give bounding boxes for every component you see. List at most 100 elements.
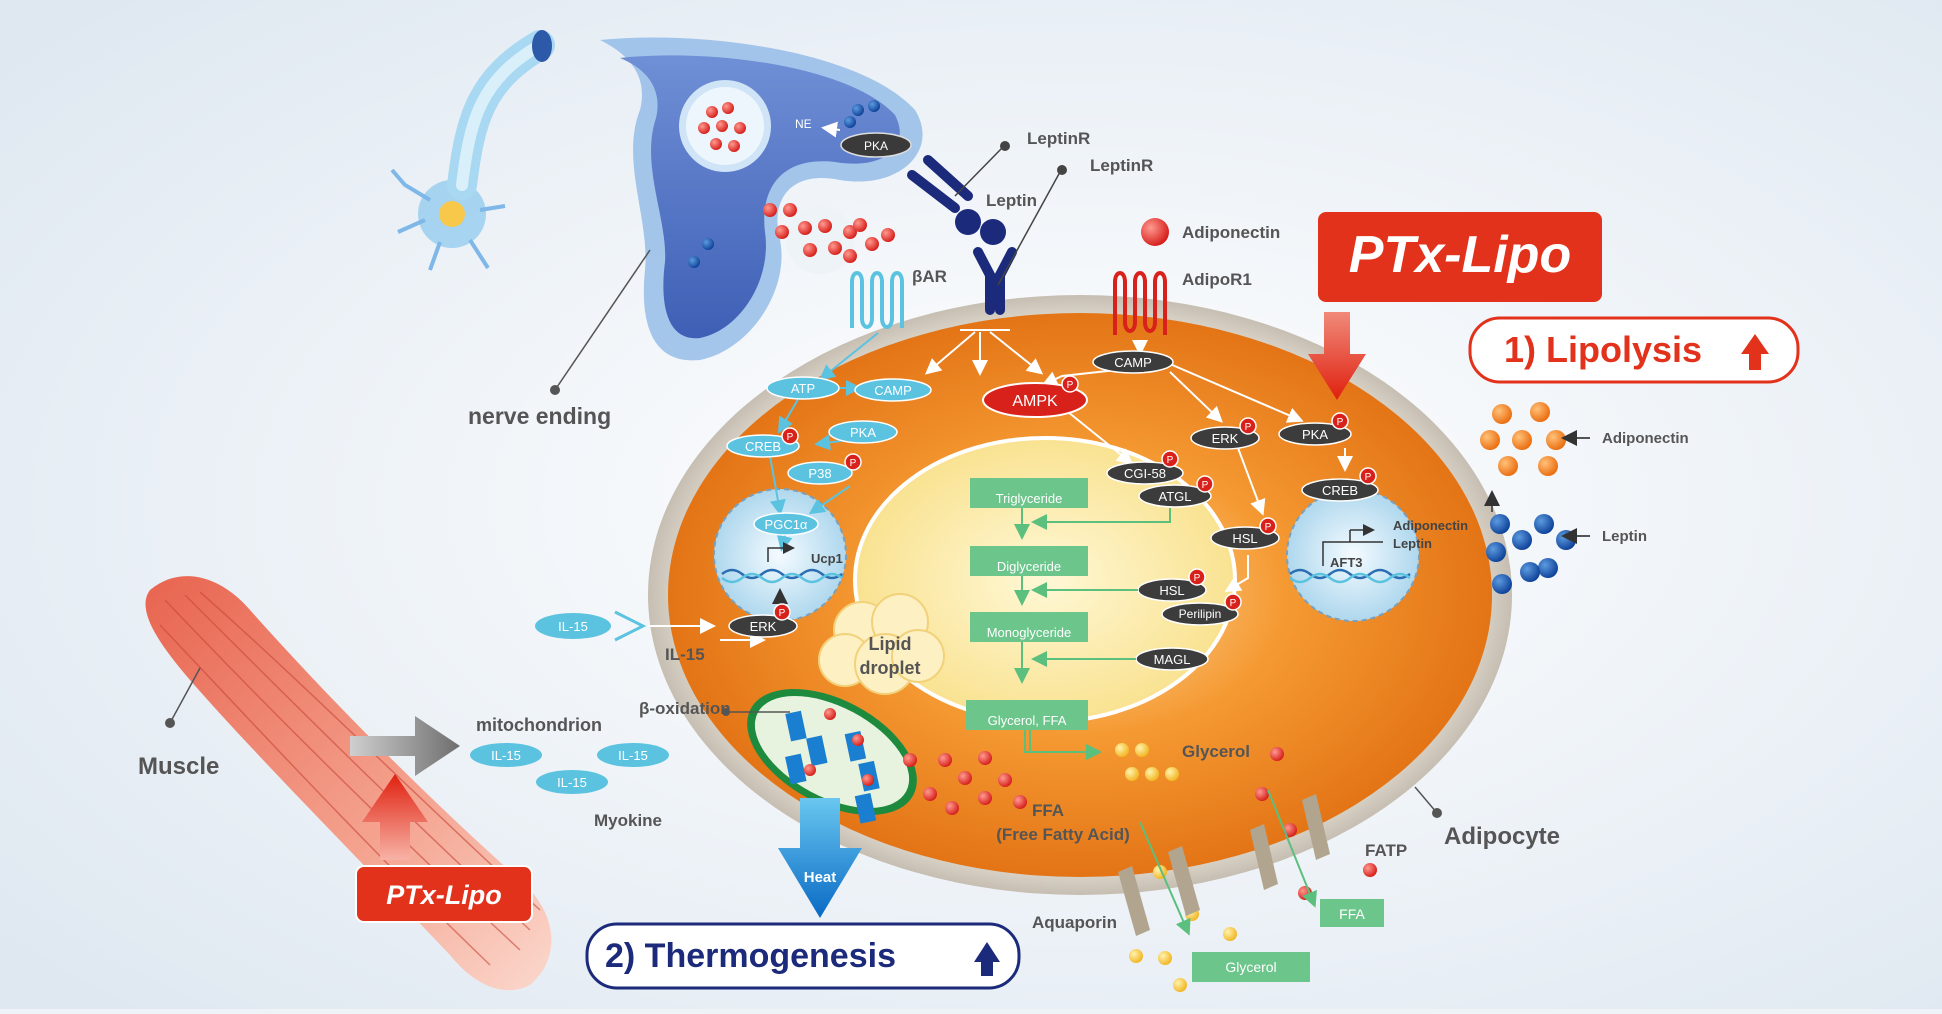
dna-strand-right (1289, 524, 1411, 584)
magl-label: MAGL (1154, 652, 1191, 667)
adiponectin-gene-label: Adiponectin (1393, 518, 1468, 533)
triglyceride-label: Triglyceride (996, 491, 1063, 506)
pka-right-phospho: P (1337, 417, 1344, 428)
erk-center-phospho: P (1245, 422, 1252, 433)
leptin-receptor-membrane (973, 247, 1017, 315)
nerve-ending-caption: nerve ending (468, 403, 611, 429)
ptx-lipo-banner: PTx-Lipo (1318, 212, 1602, 302)
beta-oxidation-label: β-oxidation (639, 699, 731, 718)
node-hsl-1: HSL P (1210, 517, 1280, 550)
thermogenesis-label: 2) Thermogenesis (605, 937, 896, 975)
leptin-label: Leptin (986, 191, 1037, 210)
il15-label: IL-15 (665, 645, 705, 664)
pka-left-label: PKA (850, 425, 876, 440)
il15-receptor-label: IL-15 (558, 619, 588, 634)
myokine-il15-b-label: IL-15 (618, 748, 648, 763)
adipocyte-caption: Adipocyte (1444, 823, 1560, 850)
monoglyceride-label: Monoglyceride (987, 625, 1072, 640)
ampk-phospho: P (1067, 380, 1074, 391)
ffa-label-line1: FFA (1032, 801, 1064, 820)
leptinr-label-2: LeptinR (1090, 156, 1153, 175)
node-erk-left: ERK P (728, 603, 798, 638)
lipolysis-banner: 1) Lipolysis (1468, 316, 1800, 384)
creb-right-label: CREB (1322, 483, 1358, 498)
ptx-lipo-banner-label: PTx-Lipo (1349, 226, 1571, 284)
aft3-label: AFT3 (1330, 555, 1363, 570)
thermogenesis-up-icon (974, 942, 1000, 976)
node-pka-left: PKA (828, 420, 898, 444)
node-camp-left: CAMP (854, 378, 932, 402)
adiponectin-molecule (1141, 218, 1169, 246)
leptin-molecule-a (955, 209, 981, 235)
creb-left-label: CREB (745, 439, 781, 454)
myokine-il15-a-label: IL-15 (491, 748, 521, 763)
ampk-label: AMPK (1012, 393, 1058, 410)
muscle-up-arrow (362, 774, 428, 860)
node-ampk: AMPK P (982, 375, 1088, 418)
nerve-pka-label: PKA (864, 139, 888, 153)
node-perilipin: Perilipin P (1161, 593, 1242, 626)
node-pgc1a: PGC1α (753, 512, 819, 536)
adiponectin-label-top: Adiponectin (1182, 223, 1280, 242)
myokine-il15-c-label: IL-15 (557, 775, 587, 790)
node-camp-center: CAMP (1092, 350, 1174, 374)
leptinr-label-1: LeptinR (1027, 129, 1090, 148)
hsl-1-label: HSL (1232, 531, 1257, 546)
leptin-gene-label: Leptin (1393, 536, 1432, 551)
thermogenesis-banner: 2) Thermogenesis (585, 922, 1021, 990)
adipor1-label: AdipoR1 (1182, 270, 1252, 289)
norepinephrine-molecules (688, 100, 895, 268)
ptx-lipo-small-label: PTx-Lipo (386, 880, 502, 910)
atp-label: ATP (791, 381, 815, 396)
ffa-box-label: FFA (1339, 906, 1365, 922)
ptx-lipo-down-arrow (1308, 312, 1366, 400)
ucp1-label: Ucp1 (811, 551, 843, 566)
glycerol-box-label: Glycerol (1225, 959, 1276, 975)
nerve-pka-pill: PKA (840, 132, 912, 158)
beta-ar-receptor (850, 271, 904, 329)
aquaporin-channels (1118, 846, 1200, 936)
atgl-label: ATGL (1159, 489, 1192, 504)
ptx-lipo-badge-small: PTx-Lipo (355, 865, 533, 923)
myokine-il15-b: IL-15 (597, 743, 669, 767)
leptin-molecule-b (980, 219, 1006, 245)
glycerol-box: Glycerol (1192, 952, 1310, 982)
heat-arrow (778, 798, 862, 918)
step-diglyceride: Diglyceride (970, 546, 1088, 576)
cgi58-label: CGI-58 (1124, 466, 1166, 481)
lipid-droplet-line2: droplet (860, 658, 921, 678)
node-atgl: ATGL P (1138, 475, 1214, 508)
diglyceride-label: Diglyceride (997, 559, 1061, 574)
node-cgi58: CGI-58 P (1106, 450, 1184, 485)
myokine-il15-a: IL-15 (470, 743, 542, 767)
node-pka-right: PKA P (1278, 412, 1352, 446)
secreted-adiponectin-label: Adiponectin (1602, 430, 1689, 447)
perilipin-phospho: P (1230, 598, 1237, 609)
creb-right-phospho: P (1365, 472, 1372, 483)
node-atp: ATP (766, 376, 840, 400)
node-magl: MAGL (1135, 647, 1209, 671)
camp-center-label: CAMP (1114, 355, 1152, 370)
step-triglyceride: Triglyceride (970, 478, 1088, 508)
hsl-2-phospho: P (1194, 573, 1201, 584)
node-p38: P38 P (787, 453, 862, 485)
atgl-phospho: P (1202, 480, 1209, 491)
lipid-droplet-line1: Lipid (869, 634, 912, 654)
hsl-2-label: HSL (1159, 583, 1184, 598)
node-creb-right: CREB P (1301, 467, 1379, 502)
mitochondrion-label: mitochondrion (476, 715, 602, 735)
perilipin-label: Perilipin (1179, 607, 1222, 621)
lipolysis-up-icon (1741, 334, 1769, 370)
glycerol-ffa-label: Glycerol, FFA (988, 713, 1067, 728)
secreted-leptin-label: Leptin (1602, 528, 1647, 545)
lipolysis-label: 1) Lipolysis (1504, 329, 1702, 370)
erk-center-label: ERK (1212, 431, 1239, 446)
pka-right-label: PKA (1302, 427, 1328, 442)
camp-left-label: CAMP (874, 383, 912, 398)
erk-left-label: ERK (750, 619, 777, 634)
erk-left-phospho: P (779, 608, 786, 619)
step-glycerol-ffa: Glycerol, FFA (966, 700, 1088, 730)
hsl-1-phospho: P (1265, 522, 1272, 533)
